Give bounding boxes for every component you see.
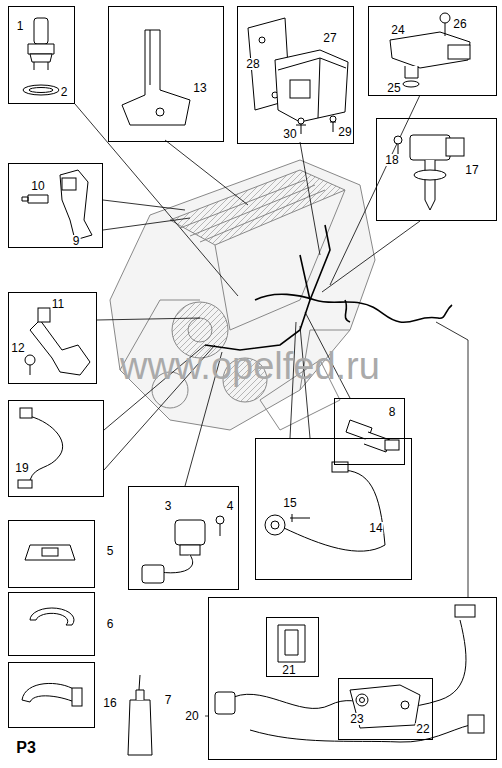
- callout-number: 20: [184, 710, 199, 722]
- callout-number: 29: [337, 126, 352, 138]
- callout-number: 5: [106, 545, 115, 557]
- callout-number: 30: [282, 128, 297, 140]
- part-box: 19: [8, 400, 104, 497]
- callout-number: 10: [30, 180, 45, 192]
- callout-number: 7: [165, 694, 172, 706]
- callout-number: 17: [464, 164, 479, 176]
- part-box: 11 12: [8, 292, 97, 384]
- part-box: 23 22: [338, 678, 433, 740]
- part-box: 10 9: [8, 163, 103, 248]
- part-box: 20212322: [208, 597, 497, 760]
- callout-number: 26: [452, 18, 467, 30]
- part-box: 21: [266, 617, 319, 677]
- callout-number: 3: [164, 500, 173, 512]
- part-box: 12: [8, 6, 75, 104]
- part-box: 28 27 29 30: [237, 6, 354, 144]
- callout-number: 18: [384, 154, 399, 166]
- part-box: 13: [108, 6, 224, 142]
- part-box: 5: [8, 520, 95, 588]
- callout-number: 22: [415, 723, 430, 735]
- callout-number: 1: [16, 20, 25, 32]
- callout-number: 24: [390, 24, 405, 36]
- part-box: 1817: [376, 118, 497, 221]
- callout-number: 8: [388, 406, 397, 418]
- callout-number: 12: [10, 342, 25, 354]
- callout-number: 2: [60, 86, 69, 98]
- part-box: 1514: [255, 438, 412, 580]
- callout-number: 15: [282, 497, 297, 509]
- callout-number: P3: [16, 740, 36, 756]
- callout-number: 27: [322, 32, 337, 44]
- part-box: 8: [334, 398, 405, 465]
- callout-number: 11: [51, 298, 65, 310]
- callout-number: 19: [14, 462, 29, 474]
- callout-number: 25: [386, 82, 401, 94]
- callout-number: 13: [192, 82, 207, 94]
- part-drawings: [18, 13, 484, 755]
- part-box: 26 24 25: [368, 6, 497, 96]
- callout-number: 4: [226, 500, 235, 512]
- callout-number: 21: [281, 664, 296, 676]
- part-box: 6: [8, 592, 95, 656]
- part-box: 16: [8, 662, 95, 728]
- callout-number: 16: [102, 697, 117, 709]
- callout-number: 6: [106, 618, 115, 630]
- callout-number: 23: [349, 713, 364, 725]
- callout-number: 28: [245, 58, 260, 70]
- watermark: www.opelfed.ru: [120, 347, 380, 385]
- callout-number: 14: [368, 522, 383, 534]
- leader-lines: [75, 95, 468, 716]
- part-box: 34: [128, 486, 239, 590]
- callout-number: 9: [72, 235, 81, 247]
